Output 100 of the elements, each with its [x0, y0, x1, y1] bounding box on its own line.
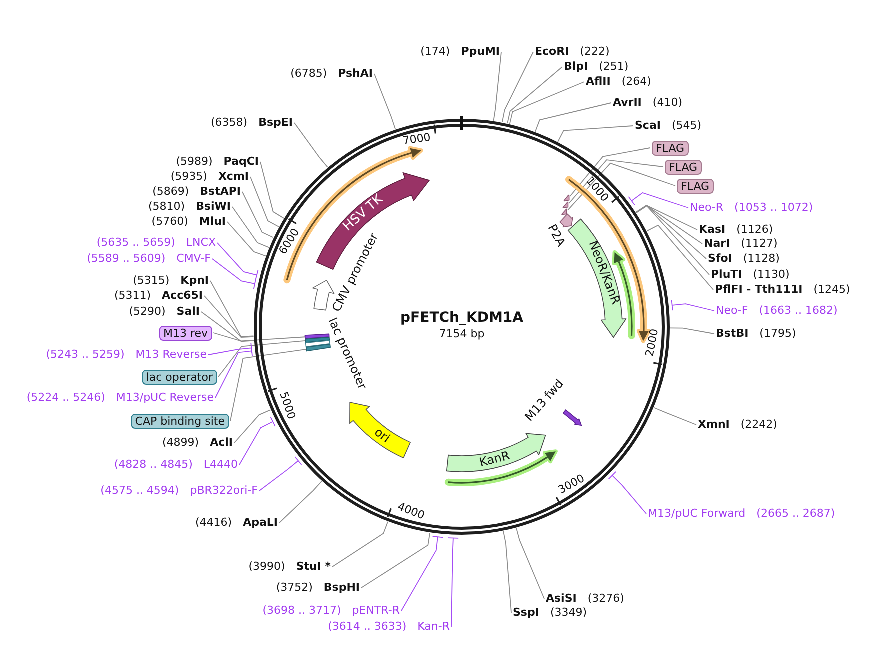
primer-name: Neo-R: [690, 201, 724, 215]
primer-name: M13/pUC Reverse: [116, 391, 214, 405]
enzyme-name: SspI: [513, 606, 540, 620]
leader-line: [636, 205, 698, 230]
cut-position: (1130): [753, 268, 790, 282]
cut-position: (3990): [248, 560, 286, 574]
leader-line: [646, 224, 714, 290]
cut-position: (251): [599, 60, 629, 74]
leader-line: [210, 280, 254, 338]
primer-position: (1053 .. 1072): [734, 201, 814, 215]
leader-line: [509, 82, 585, 125]
leader-line: [234, 410, 272, 444]
leader-line: [217, 242, 259, 281]
enzyme-name: AflII: [586, 75, 611, 89]
primer-name: CMV-F: [176, 252, 211, 266]
enzyme-name: NarI: [704, 237, 730, 251]
cut-position: (5315): [133, 274, 170, 288]
enzyme-name: KpnI: [180, 274, 209, 288]
enzyme-name: BstBI: [716, 327, 749, 341]
primer-position: (3698 .. 3717): [262, 604, 342, 618]
leader-line: [294, 122, 328, 168]
enzyme-name: PaqCI: [224, 155, 259, 169]
enzyme-name: BspHI: [324, 581, 360, 595]
leader-line: [218, 340, 306, 378]
leader-line: [671, 300, 715, 312]
cut-position: (3349): [550, 606, 588, 620]
cut-position: (1126): [736, 223, 774, 237]
cut-position: (2242): [740, 418, 778, 432]
scale-label: 7000: [402, 132, 432, 148]
leader-line: [259, 456, 302, 492]
cut-position: (222): [580, 45, 610, 59]
feature-tag: lac operator: [142, 370, 217, 384]
enzyme-name: SfoI: [708, 252, 732, 266]
enzyme-name: XmnI: [698, 418, 730, 432]
leader-line: [507, 66, 563, 124]
primer-name: LNCX: [186, 236, 216, 250]
leader-line: [374, 74, 396, 130]
enzyme-name: MluI: [199, 215, 226, 229]
leader-line: [260, 162, 284, 219]
leader-line: [670, 328, 715, 334]
cut-position: (6358): [211, 116, 248, 130]
cut-position: (410): [652, 96, 682, 110]
leader-line: [568, 160, 664, 204]
leader-line: [516, 528, 545, 600]
leader-line: [332, 522, 388, 568]
leader-line: [535, 102, 612, 132]
cut-position: (5810): [148, 200, 186, 214]
cut-position: (4416): [196, 516, 232, 530]
cut-position: (545): [672, 119, 702, 133]
primer-name: L4440: [204, 458, 238, 472]
scale-label: 5000: [276, 390, 298, 421]
primer-position: (3614 .. 3633): [328, 620, 407, 634]
primer-position: (5243 .. 5259): [46, 348, 125, 362]
leader-line: [608, 472, 647, 514]
leader-line: [636, 206, 710, 276]
primer-name: pENTR-R: [352, 604, 400, 618]
enzyme-name: BsiWI: [196, 200, 231, 214]
primer-name: pBR322ori-F: [190, 484, 258, 498]
enzyme-name: ScaI: [635, 119, 661, 133]
primer-position: (2665 .. 2687): [756, 507, 836, 521]
cut-position: (6785): [290, 67, 328, 81]
leader-line: [567, 162, 676, 211]
primer-name: Kan-R: [418, 620, 450, 634]
primer-position: (5589 .. 5609): [87, 252, 166, 266]
cut-position: (1128): [743, 252, 780, 266]
feature-tag: FLAG: [677, 178, 714, 194]
primer-position: (4575 .. 4594): [100, 484, 180, 498]
enzyme-name: PpuMI: [461, 45, 500, 59]
leader-line: [204, 296, 254, 338]
cut-position: (4899): [162, 436, 200, 450]
leader-line: [636, 205, 703, 244]
cut-position: (1127): [741, 237, 778, 251]
leader-line: [227, 222, 266, 257]
primer-name: M13 Reverse: [136, 348, 207, 362]
feature-label: P2A: [544, 222, 568, 250]
scale-label: 2000: [644, 328, 662, 358]
enzyme-name: AclI: [210, 436, 233, 450]
enzyme-name: XcmI: [218, 170, 249, 184]
primer-name: M13/pUC Forward: [648, 507, 746, 521]
leader-line: [628, 192, 689, 208]
cut-position: (5935): [170, 170, 208, 184]
leader-line: [230, 348, 308, 422]
enzyme-name: Acc65I: [162, 289, 203, 303]
cut-position: (174): [420, 45, 450, 59]
cut-position: (5869): [152, 185, 190, 199]
enzyme-name: BspEI: [258, 116, 293, 130]
leader-line: [201, 312, 254, 342]
enzyme-name: BstAPI: [200, 185, 241, 199]
enzyme-name: SalI: [176, 305, 200, 319]
leader-line: [570, 148, 651, 197]
primer-name: Neo-F: [716, 304, 748, 318]
scale-label: 4000: [395, 501, 426, 523]
cut-position: (1245): [814, 283, 850, 297]
cut-position: (5760): [152, 215, 188, 229]
leader-line: [654, 407, 697, 426]
feature-label: ori: [371, 425, 392, 446]
leader-line: [503, 530, 512, 614]
leader-line: [361, 532, 431, 588]
leader-line: [401, 536, 444, 612]
cut-position: (5311): [114, 289, 152, 303]
